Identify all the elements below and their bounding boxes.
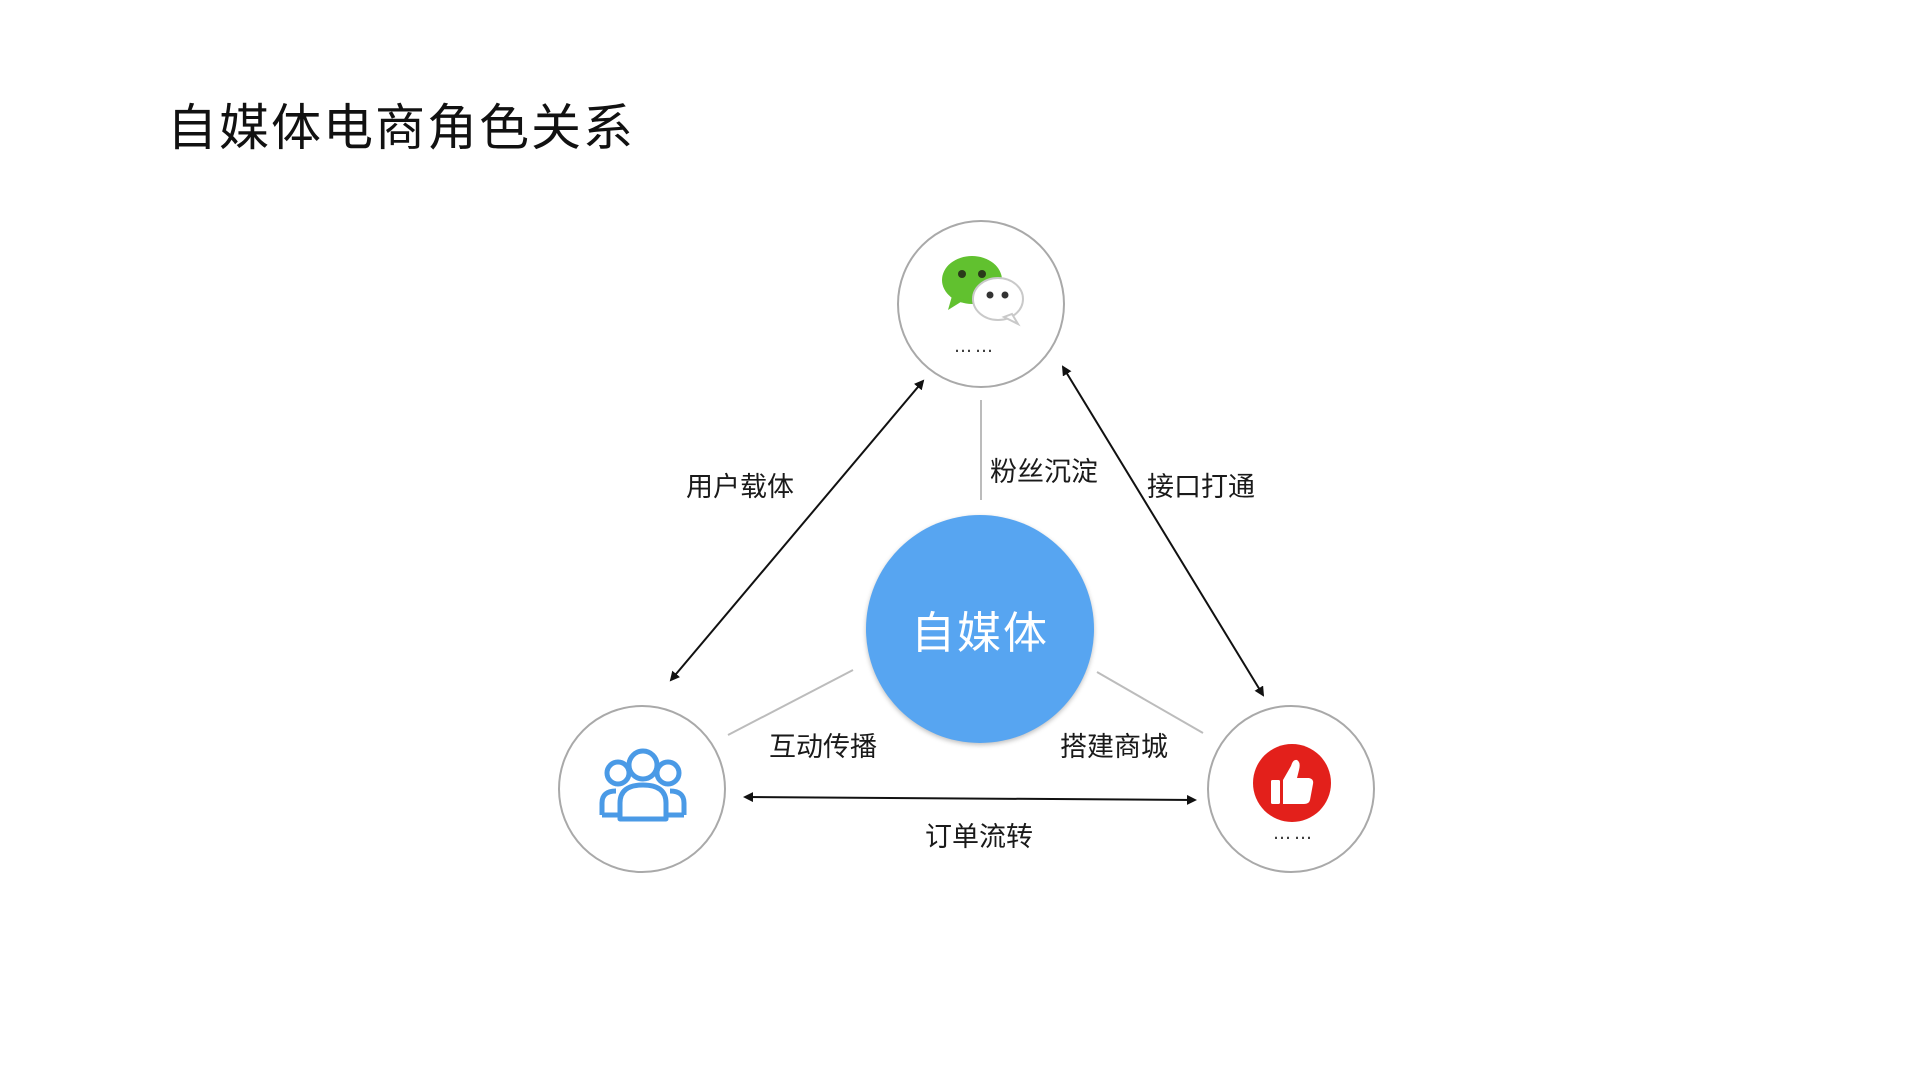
arrow-top-right [1061, 365, 1265, 697]
thumbs-up-icon [1251, 742, 1333, 824]
node-wechat [897, 220, 1065, 388]
edge-label-interaction: 互动传播 [769, 732, 877, 763]
center-label: 自媒体 [911, 608, 1049, 659]
edge-label-build-mall: 搭建商城 [1060, 732, 1168, 763]
arrow-left-top [669, 379, 925, 682]
edge-label-fan-retention: 粉丝沉淀 [990, 457, 1098, 488]
top-node-caption: …… [954, 336, 996, 357]
wechat-icon [938, 250, 1028, 330]
edge-label-api-integration: 接口打通 [1147, 472, 1255, 503]
center-node-self-media: 自媒体 [866, 515, 1094, 743]
connector-center-right [1096, 671, 1204, 734]
users-group-icon [598, 745, 688, 825]
edge-label-order-flow: 订单流转 [925, 822, 1033, 853]
node-like [1207, 705, 1375, 873]
page-title: 自媒体电商角色关系 [167, 99, 635, 157]
edge-label-user-carrier: 用户载体 [686, 472, 794, 503]
right-node-caption: …… [1273, 823, 1315, 844]
arrow-left-right [743, 792, 1197, 805]
